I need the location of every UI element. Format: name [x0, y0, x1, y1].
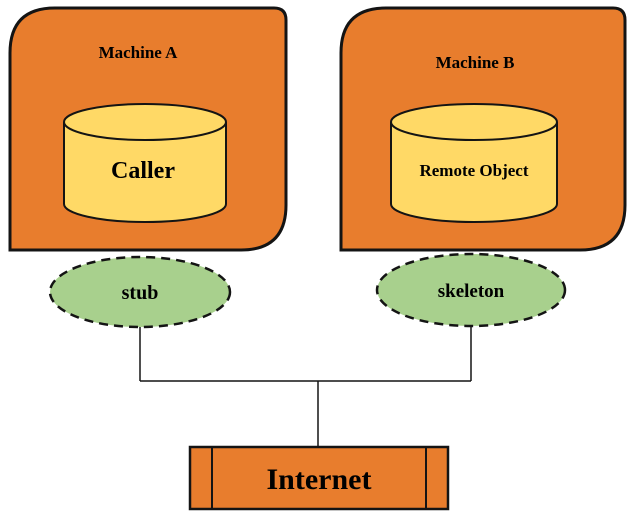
internet-box [188, 445, 450, 511]
caller-label: Caller [111, 158, 175, 184]
internet-label: Internet [267, 463, 372, 496]
stub-ellipse [48, 255, 232, 329]
machine-a-title: Machine A [99, 43, 179, 62]
skeleton-ellipse [375, 252, 567, 328]
remote-object-cylinder-top [390, 103, 558, 141]
machine-b-title: Machine B [436, 53, 515, 72]
stub-label: stub [122, 282, 159, 304]
caller-cylinder-body [63, 122, 227, 223]
skeleton-label: skeleton [438, 281, 505, 302]
remote-object-label: Remote Object [419, 161, 528, 180]
caller-cylinder-top [63, 103, 227, 141]
remote-object-cylinder-body [390, 122, 558, 223]
